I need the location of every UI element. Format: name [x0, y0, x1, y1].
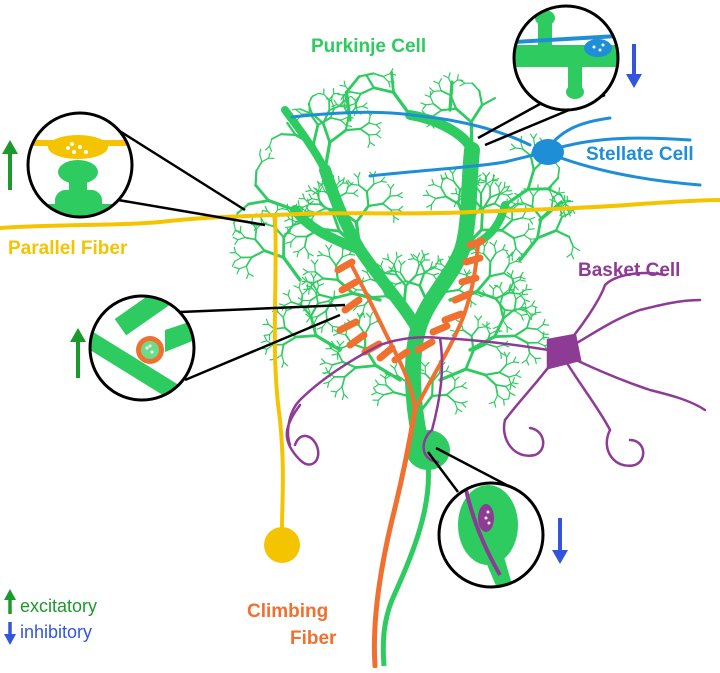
inhibitory-arrow-2	[552, 518, 568, 564]
excitatory-arrow-2	[70, 328, 86, 378]
inset-climbing-synapse	[90, 285, 195, 415]
inhibitory-arrow-1	[626, 44, 642, 88]
inset-basket-synapse	[439, 483, 543, 595]
inset-stellate-synapse	[514, 6, 618, 110]
legend-inhibitory-label: inhibitory	[20, 622, 92, 642]
parallel-fiber-label: Parallel Fiber	[8, 238, 127, 260]
climbing-fiber-label-line2: Fiber	[290, 628, 336, 650]
legend-excitatory-label: excitatory	[20, 596, 97, 616]
legend-inhibitory-arrow	[4, 622, 16, 645]
purkinje-dendritic-tree	[230, 69, 579, 440]
legend-excitatory-arrow	[4, 589, 16, 614]
basket-cell-label: Basket Cell	[578, 260, 680, 282]
purkinje-cell-label: Purkinje Cell	[311, 36, 426, 58]
climbing-fiber-label-line1: Climbing	[247, 601, 328, 623]
excitatory-arrow-1	[2, 140, 18, 190]
basket-cell	[287, 273, 705, 466]
inset-parallel-synapse	[28, 113, 132, 218]
stellate-cell-label: Stellate Cell	[586, 144, 694, 166]
